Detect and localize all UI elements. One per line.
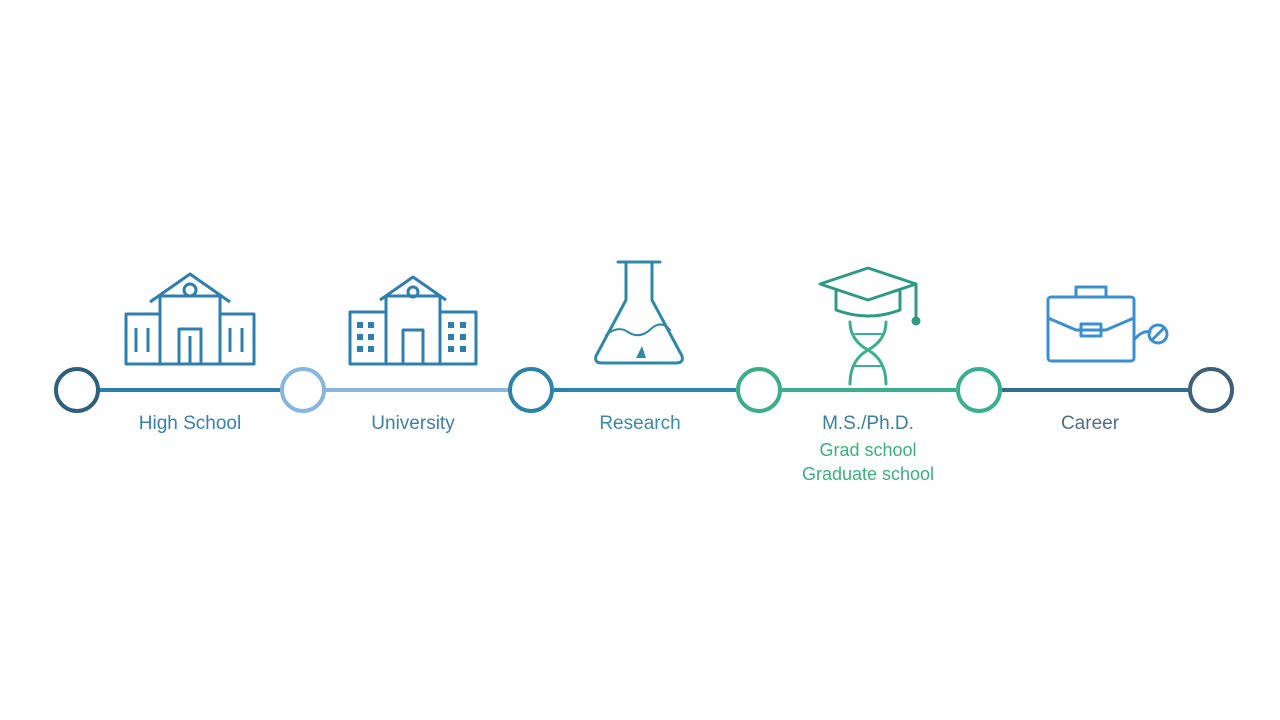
node-high-school (54, 367, 100, 413)
stage-label-high-school: High School (138, 413, 242, 434)
flask-icon (594, 260, 684, 365)
node-career (956, 367, 1002, 413)
node-research (508, 367, 554, 413)
school-building-icon (124, 272, 256, 366)
stage-label-ms-phd: M.S./Ph.D. (822, 413, 914, 434)
university-building-icon (348, 275, 478, 366)
graduation-cap-dna-icon (818, 266, 921, 386)
stage-sublabel-grad-school: Grad school (819, 440, 917, 460)
stage-label-university: University (371, 413, 455, 434)
stage-sublabel-graduate-school: Graduate school (801, 464, 935, 484)
stage-label-career: Career (1060, 413, 1120, 434)
timeline-nodes (54, 367, 1234, 413)
node-ms-phd (736, 367, 782, 413)
stage-label-research: Research (599, 413, 681, 434)
node-end (1188, 367, 1234, 413)
briefcase-icon (1046, 285, 1169, 363)
node-university (280, 367, 326, 413)
